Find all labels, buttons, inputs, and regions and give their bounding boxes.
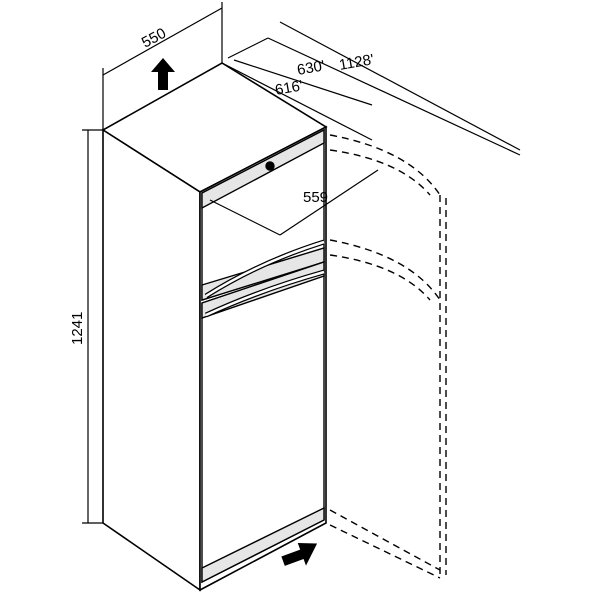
depth-open-label: 1128' [338,51,376,74]
up-arrow-icon [151,58,175,90]
freezer-door [201,128,325,301]
dimension-lines [82,2,521,524]
width-label: 550 [139,25,169,52]
fridge-side [102,128,201,592]
door-swing-outline [329,134,447,579]
depth-closed-label: 616' [274,77,305,99]
door-width-label: 559 [303,189,328,206]
height-label: 1241 [69,312,86,345]
lock-knob-icon [265,161,275,171]
right-arrow-icon [281,543,318,566]
depth-handle-label: 630' [296,57,327,79]
